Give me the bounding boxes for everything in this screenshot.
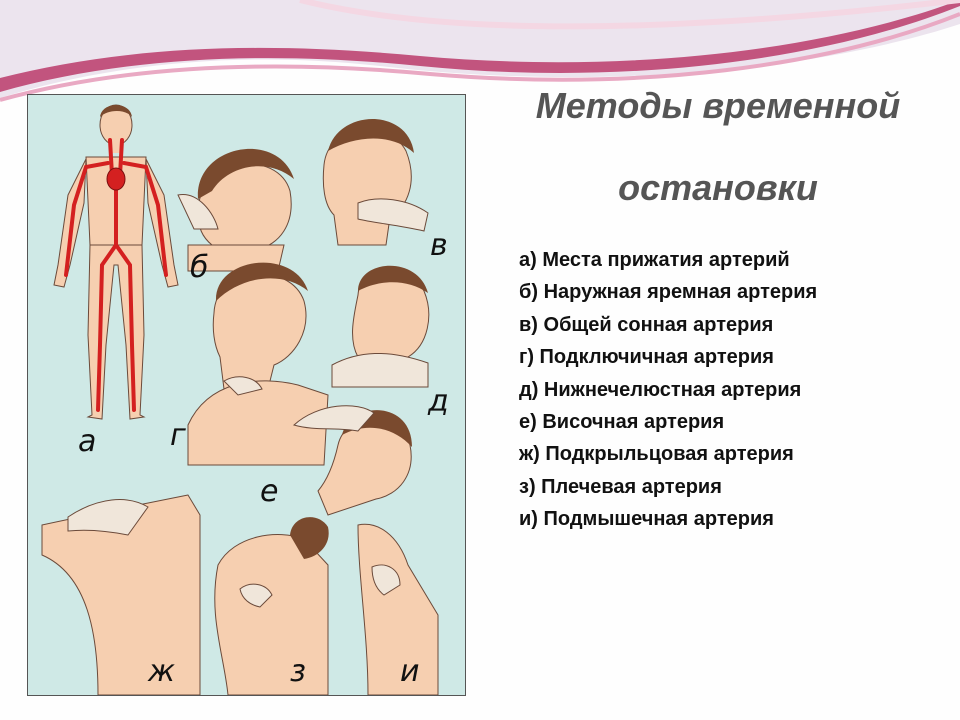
- method-item: ж) Подкрыльцовая артерия: [519, 443, 794, 466]
- method-item: е) Височная артерия: [519, 410, 725, 433]
- slide-title-line2: остановки: [618, 167, 818, 208]
- label-i: и: [400, 654, 420, 689]
- scene-temporal: [293, 405, 412, 516]
- label-d: д: [428, 384, 449, 419]
- scene-brachial: [214, 517, 329, 695]
- scene-armpit: [357, 523, 439, 695]
- scene-mandibular: [331, 265, 430, 388]
- label-z: з: [290, 654, 306, 689]
- method-item: г) Подключичная артерия: [519, 346, 774, 369]
- methods-list: а) Места прижатия артерий б) Наружная яр…: [519, 244, 817, 536]
- method-item: з) Плечевая артерия: [519, 475, 722, 498]
- label-e: е: [260, 474, 279, 509]
- slide-title-line1: Методы временной: [535, 85, 901, 126]
- label-v: в: [430, 228, 448, 263]
- method-item: а) Места прижатия артерий: [519, 249, 790, 271]
- method-item: в) Общей сонная артерия: [519, 313, 774, 336]
- label-a: а: [78, 424, 97, 459]
- scene-common-carotid: [322, 119, 429, 246]
- artery-compression-illustration: а б в г д е ж з и: [27, 94, 466, 696]
- label-b: б: [190, 250, 209, 285]
- method-item: д) Нижнечелюстная артерия: [519, 378, 802, 401]
- scene-subclavian: [187, 262, 329, 466]
- method-item: б) Наружная яремная артерия: [519, 281, 818, 304]
- label-g: г: [170, 418, 186, 453]
- scene-axillary: [41, 494, 201, 695]
- body-figure-with-arteries: [53, 104, 179, 420]
- header-swoosh-decoration: [0, 0, 960, 102]
- method-item: и) Подмышечная артерия: [519, 508, 774, 531]
- label-zh: ж: [148, 654, 176, 689]
